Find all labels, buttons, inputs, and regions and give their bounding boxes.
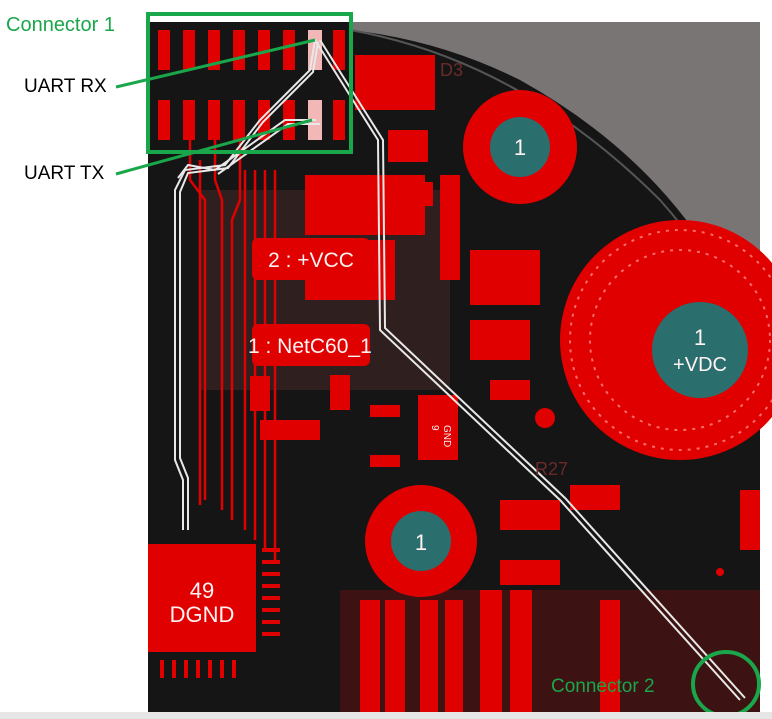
connector1-highlight-box bbox=[146, 12, 353, 154]
mount-pad-top-center bbox=[490, 117, 550, 177]
vdc-pad-center bbox=[652, 302, 748, 398]
uart-traces bbox=[174, 39, 746, 701]
small-gnd-number: 9 bbox=[429, 425, 440, 431]
bottom-strip bbox=[0, 712, 772, 719]
vcc-net-label: 2 : +VCC bbox=[268, 249, 354, 272]
silk-d3: D3 bbox=[440, 60, 463, 80]
vdc-pad-net: +VDC bbox=[673, 354, 727, 376]
vdc-pad-number: 1 bbox=[694, 325, 706, 350]
mount-pad-top-number: 1 bbox=[514, 135, 526, 160]
uart-rx-arrow bbox=[115, 38, 316, 89]
vdc-pad-vias bbox=[569, 229, 772, 451]
vcc-net-tag bbox=[252, 238, 370, 280]
vdc-pad-vias-inner bbox=[589, 249, 771, 431]
mount-pad-bottom-center bbox=[391, 511, 451, 571]
netc60-label: 1 : NetC60_1 bbox=[248, 335, 372, 358]
connector2-title: Connector 2 bbox=[551, 676, 655, 697]
small-gnd-label: GND bbox=[441, 425, 452, 447]
uart-rx-label: UART RX bbox=[24, 76, 107, 97]
uart-tx-arrow bbox=[115, 118, 313, 176]
mount-pad-bottom-number: 1 bbox=[415, 530, 427, 555]
connector1-pads bbox=[158, 30, 345, 140]
bottom-components bbox=[360, 590, 620, 714]
dgnd-pad-number: 49 bbox=[190, 578, 214, 603]
silk-r27: R27 bbox=[535, 459, 568, 479]
uart-tx-label: UART TX bbox=[24, 163, 105, 184]
netc60-tag bbox=[252, 324, 370, 366]
dgnd-pad-net: DGND bbox=[170, 602, 235, 627]
dgnd-pins bbox=[160, 548, 280, 678]
via-row bbox=[716, 568, 724, 576]
copper-pour-bottom bbox=[340, 590, 760, 714]
connector1-title: Connector 1 bbox=[6, 14, 115, 36]
board-outline-region bbox=[350, 22, 760, 360]
dgnd-pad bbox=[148, 544, 256, 652]
